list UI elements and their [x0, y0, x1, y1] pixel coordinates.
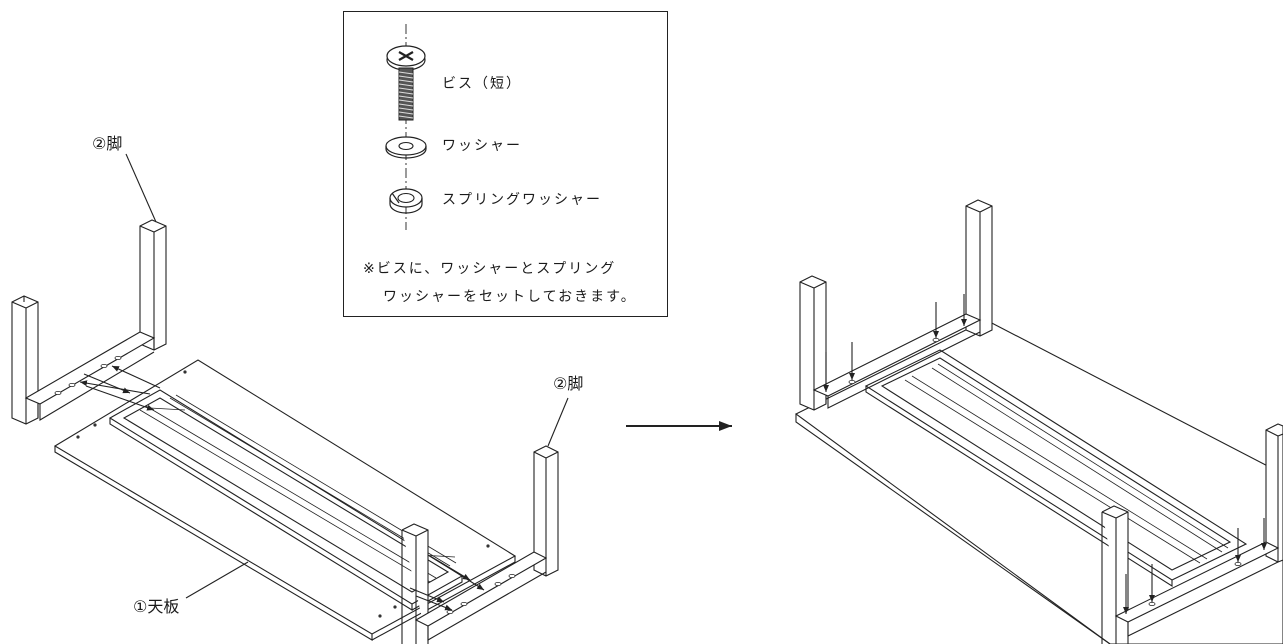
- screw-label: ビス（短）: [442, 76, 522, 92]
- screw-icon: [386, 45, 426, 121]
- hardware-drawing: [385, 24, 427, 230]
- spring-washer-icon: [389, 188, 423, 214]
- washer-label: ワッシャー: [442, 138, 522, 154]
- leg-label-left: ②脚: [92, 134, 123, 153]
- frame-rails: [108, 389, 464, 611]
- tabletop-leader: [185, 561, 249, 599]
- washer-icon: [385, 136, 427, 159]
- tabletop-label: ①天板: [133, 597, 180, 616]
- hardware-note-line1: ※ビスに、ワッシャーとスプリング: [363, 261, 617, 277]
- leg-label-right: ②脚: [553, 374, 584, 393]
- assembled-table: [794, 199, 1283, 644]
- spring-washer-label: スプリングワッシャー: [442, 192, 602, 208]
- hardware-note-line2: ワッシャーをセットしておきます。: [383, 289, 637, 305]
- leg-right: [401, 397, 569, 644]
- hardware-detail-box: ビス（短） ワッシャー スプリングワッシャー ※ビスに、ワッシャーとスプリング …: [343, 11, 668, 317]
- leg-left: [11, 153, 167, 425]
